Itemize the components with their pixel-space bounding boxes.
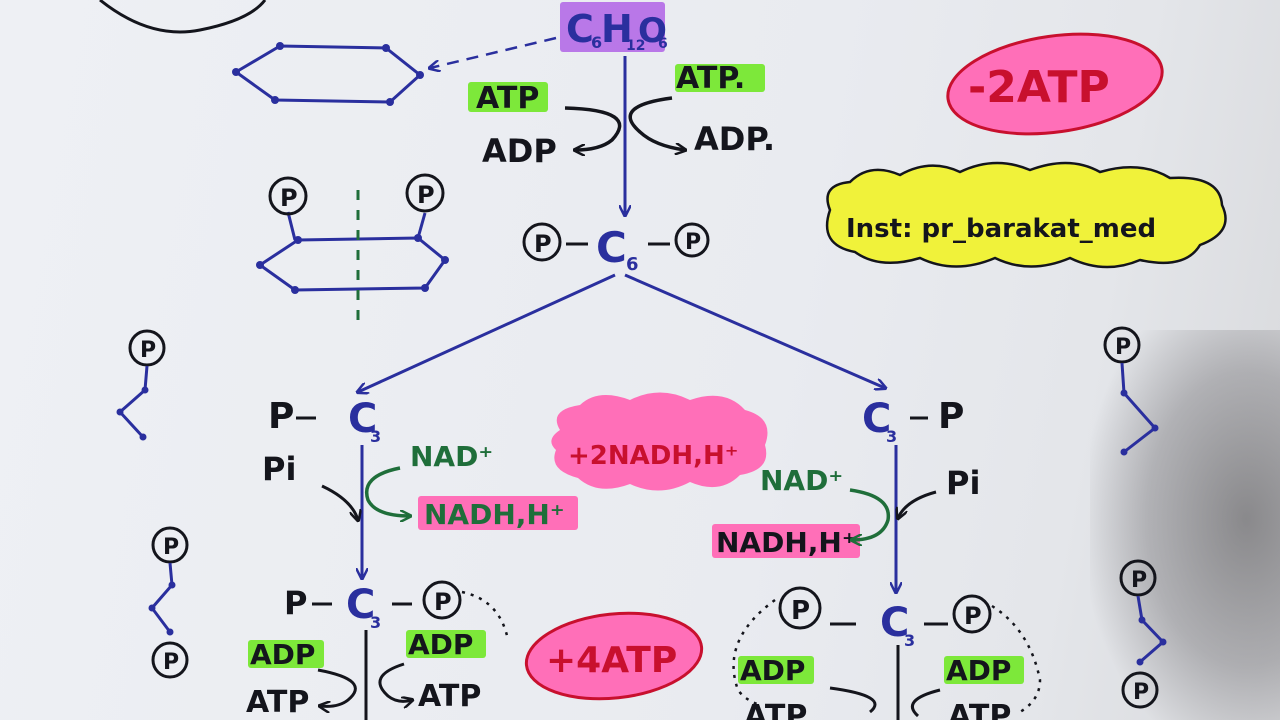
fbp-c: C: [596, 223, 627, 272]
fbp-p-left: P: [534, 230, 552, 258]
glucose-o-sub: 6: [658, 36, 668, 52]
circle-fragment: [99, 0, 267, 34]
glucose-structure-pointer: [430, 36, 557, 68]
atp-cost-badge: -2ATP: [946, 32, 1164, 136]
nadh-left: NADH,H⁺: [424, 498, 565, 531]
bisphospho-left: P C 3 P: [284, 580, 510, 641]
nad-right: NAD⁺: [760, 464, 843, 497]
pi-left: Pi: [262, 450, 296, 488]
glucose-c: C: [566, 7, 594, 51]
triose-right: C 3 P: [862, 396, 964, 446]
substrate-level-right: ADP ATP ADP ATP: [738, 654, 1024, 720]
atp-cost-text: -2ATP: [968, 62, 1110, 113]
nadh-gain-badge: +2NADH,H⁺: [551, 392, 768, 491]
bisphospho-left-p: P: [284, 584, 307, 622]
atp-right-out-right: ATP: [948, 699, 1011, 720]
svg-text:P: P: [1115, 335, 1131, 360]
atp-left-label: ATP: [476, 81, 539, 116]
adp-left-in-right: ADP: [740, 654, 805, 687]
bisphospho-right-c: C: [880, 600, 909, 646]
glucose-ring-structure: [232, 42, 424, 106]
triose-left-c-sub: 3: [370, 427, 381, 446]
adp-right-in-right: ADP: [946, 654, 1011, 687]
instructor-badge: Inst: pr_barakat_med: [825, 161, 1227, 269]
oxidation-left: Pi NAD⁺ NADH,H⁺: [262, 440, 578, 531]
atp-left-out: ATP: [246, 685, 309, 720]
triose-left-p: P: [268, 396, 294, 437]
nad-left: NAD⁺: [410, 440, 493, 473]
bisphospho-left-c: C: [346, 582, 375, 628]
nadh-right: NADH,H⁺: [716, 526, 857, 559]
adp-left-label: ADP: [482, 132, 557, 170]
fbp-phosphate-right: P: [405, 173, 445, 213]
bisphospho-structure-right: P P: [1119, 559, 1167, 709]
atp-right-out: ATP: [418, 679, 481, 714]
svg-text:P: P: [140, 338, 156, 363]
glucose-formula: C 6 H 12 O 6: [560, 2, 668, 54]
bisphospho-right-p-right: P: [964, 602, 982, 630]
triose-structure-left: P: [116, 329, 166, 441]
pi-right: Pi: [946, 464, 980, 502]
atp-right-label: ATP.: [676, 61, 745, 96]
svg-text:P: P: [163, 535, 179, 560]
glucose-o: O: [638, 11, 667, 51]
triose-right-p: P: [938, 396, 964, 437]
atp-left-out-right: ATP: [744, 699, 807, 720]
fbp-phosphate-left: P: [268, 176, 308, 216]
svg-text:P: P: [1133, 680, 1149, 705]
instructor-text: Inst: pr_barakat_med: [846, 214, 1156, 244]
bisphospho-left-c-sub: 3: [370, 613, 381, 632]
adp-right-label: ADP.: [694, 120, 775, 158]
arrow-split-left: [358, 273, 616, 392]
glucose-h-sub: 12: [626, 38, 645, 54]
substrate-level-left: ADP ATP ADP ATP: [246, 628, 486, 720]
atp-gain-badge: +4ATP: [524, 611, 704, 701]
fbp-c-sub: 6: [626, 254, 639, 275]
svg-text:P: P: [280, 184, 298, 212]
nadh-gain-text: +2NADH,H⁺: [568, 441, 738, 471]
bisphospho-right-c-sub: 3: [904, 631, 915, 650]
fbp-p-right: P: [685, 230, 701, 255]
svg-text:P: P: [417, 181, 435, 209]
triose-left: P C 3: [268, 396, 381, 446]
triose-right-c: C: [862, 396, 891, 442]
glucose-c-sub: 6: [591, 33, 602, 52]
fbp-formula: P C 6 P: [522, 222, 710, 275]
svg-text:P: P: [1131, 568, 1147, 593]
adp-right-in: ADP: [408, 628, 473, 661]
arrow-split-right: [624, 273, 885, 388]
triose-left-c: C: [348, 396, 377, 442]
phosphorylation-step: ATP ADP ATP. ADP.: [468, 61, 775, 170]
glucose-h: H: [601, 7, 633, 51]
fbp-ring-structure: [256, 190, 449, 330]
bisphospho-right: P C 3 P: [732, 586, 1042, 714]
bisphospho-structure-left: P P: [148, 526, 189, 679]
bisphospho-right-p-left: P: [791, 596, 810, 626]
bisphospho-left-p-circle: P: [434, 588, 452, 616]
triose-structure-right: P: [1103, 326, 1159, 456]
adp-left-in: ADP: [250, 638, 315, 671]
triose-right-c-sub: 3: [886, 427, 897, 446]
atp-gain-text: +4ATP: [546, 640, 677, 681]
svg-text:P: P: [163, 650, 179, 675]
oxidation-right: NAD⁺ NADH,H⁺ Pi: [712, 464, 980, 559]
